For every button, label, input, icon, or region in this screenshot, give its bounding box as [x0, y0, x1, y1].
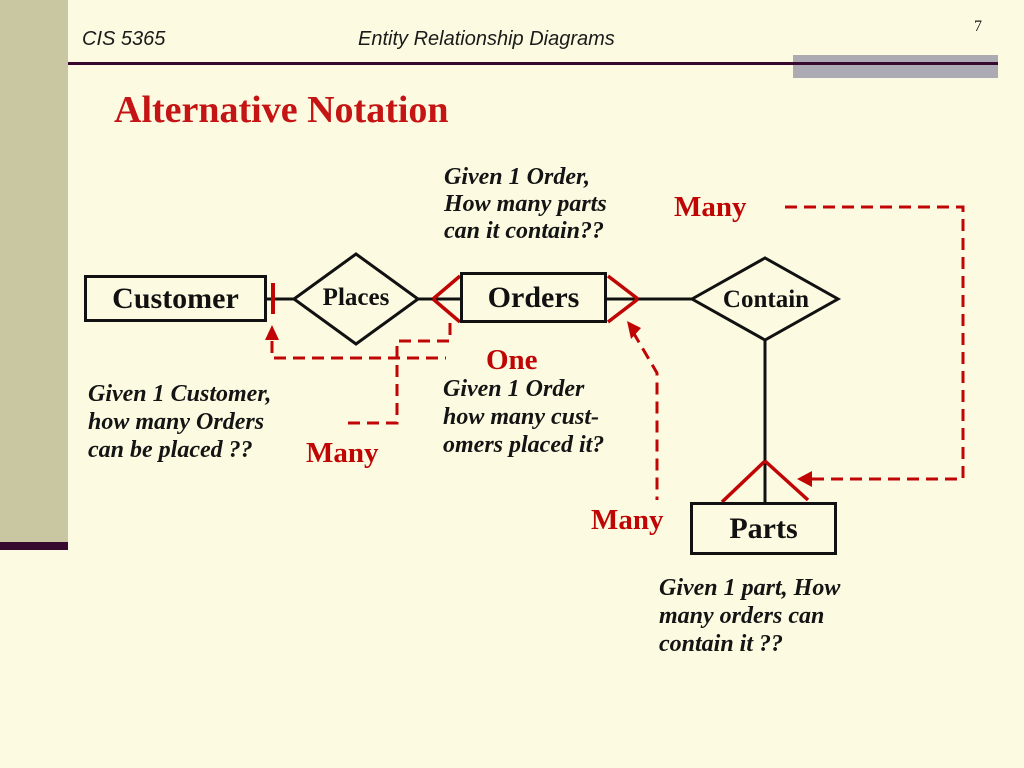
question-order-customers: Given 1 Order how many cust- omers place… — [443, 376, 605, 458]
header-gray-accent-box — [793, 55, 998, 78]
crow-foot-parts-top — [720, 459, 810, 504]
header-rule-line — [68, 62, 998, 65]
question-order-parts: Given 1 Order, How many parts can it con… — [444, 164, 607, 244]
page-number: 7 — [974, 18, 982, 35]
crow-foot-orders-left — [431, 274, 462, 324]
relationship-diamond-contain — [688, 256, 842, 342]
relationship-contain-label: Contain — [722, 286, 810, 313]
connector-lines — [267, 297, 767, 503]
question-part-orders: Given 1 part, How many orders can contai… — [659, 575, 841, 657]
label-one: One — [486, 344, 538, 376]
slide-title: Alternative Notation — [114, 89, 449, 131]
entity-orders-label: Orders — [487, 280, 580, 314]
label-many-left: Many — [306, 437, 379, 469]
relationship-places-label: Places — [322, 284, 390, 311]
dashed-path-many-mid — [631, 331, 659, 500]
entity-parts-label: Parts — [729, 511, 798, 545]
header-subject: Entity Relationship Diagrams — [358, 28, 615, 50]
label-many-top: Many — [674, 191, 747, 223]
dashed-path-many-top — [785, 205, 965, 481]
crow-foot-orders-right — [606, 274, 640, 324]
dashed-path-arrowheads — [265, 321, 812, 487]
sidebar-underline — [0, 542, 68, 550]
dashed-path-many-left — [347, 323, 452, 425]
arrow-left-at-parts-crow-foot — [797, 471, 812, 487]
arrow-up-at-one-tick — [265, 325, 279, 340]
dashed-annotation-paths — [270, 205, 965, 500]
entity-customer: Customer — [84, 275, 267, 322]
relationship-diamond-places — [291, 252, 421, 346]
sidebar-bar — [0, 0, 68, 542]
entity-orders: Orders — [460, 272, 607, 323]
label-many-mid: Many — [591, 504, 664, 536]
arrow-at-orders-crow-foot — [627, 321, 641, 339]
header-course-code: CIS 5365 — [82, 28, 166, 50]
question-customer-orders: Given 1 Customer, how many Orders can be… — [88, 381, 272, 463]
dashed-path-one — [270, 341, 446, 360]
entity-customer-label: Customer — [112, 281, 239, 315]
entity-parts: Parts — [690, 502, 837, 555]
